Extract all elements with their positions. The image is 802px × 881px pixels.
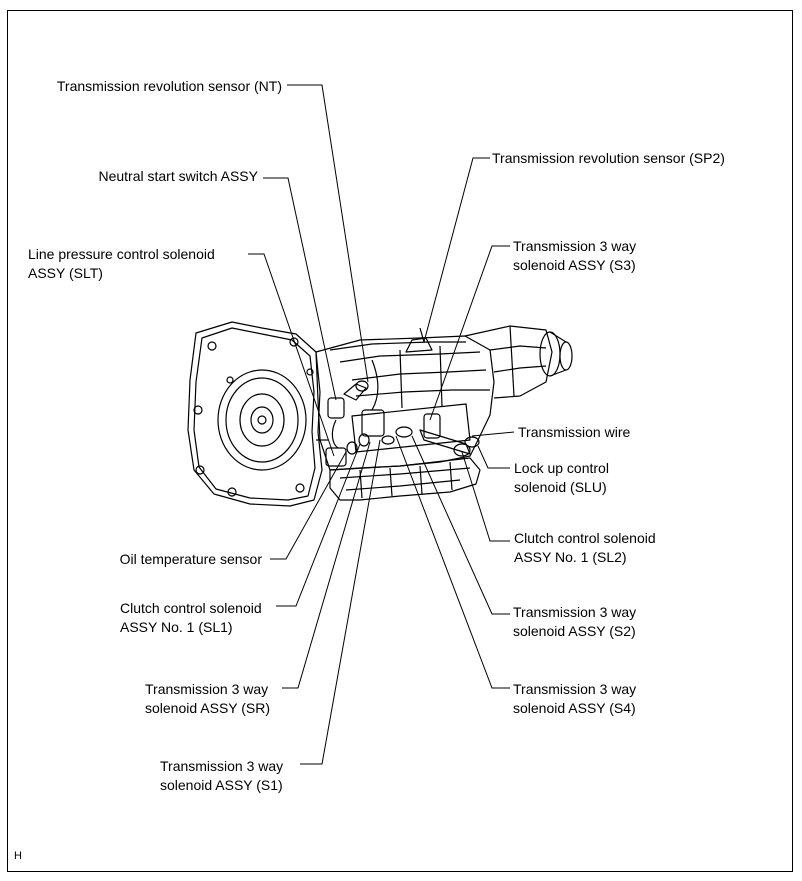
- label-solenoid-s2: Transmission 3 way solenoid ASSY (S2): [513, 603, 636, 641]
- label-line-1: Transmission 3 way: [513, 604, 637, 620]
- leader-sl2: [461, 451, 510, 542]
- bell-housing: [187, 321, 323, 507]
- transmission-case: [315, 335, 495, 471]
- oil-pan: [329, 457, 481, 501]
- leader-nss: [263, 177, 337, 401]
- label-solenoid-sr: Transmission 3 way solenoid ASSY (SR): [145, 680, 270, 718]
- label-transmission-revolution-sensor-sp2: Transmission revolution sensor (SP2): [492, 150, 725, 166]
- label-line-2: solenoid ASSY (S2): [513, 623, 636, 639]
- label-line-1: Transmission 3 way: [513, 681, 637, 697]
- leader-s2: [411, 435, 510, 615]
- leader-sr: [282, 441, 371, 689]
- label-line-2: solenoid ASSY (S3): [513, 257, 636, 273]
- leader-slt: [248, 253, 335, 457]
- torque-converter: [217, 369, 307, 471]
- label-line-1: Clutch control solenoid: [120, 600, 262, 616]
- label-oil-temperature-sensor: Oil temperature sensor: [119, 551, 262, 567]
- label-line-1: Lock up control: [514, 460, 609, 476]
- diagram-frame: [7, 10, 793, 872]
- corner-mark: H: [14, 850, 22, 862]
- label-line-2: ASSY (SLT): [28, 265, 103, 281]
- label-solenoid-s4: Transmission 3 way solenoid ASSY (S4): [513, 680, 636, 718]
- label-line-1: Transmission 3 way: [160, 758, 284, 774]
- label-line-1: Transmission 3 way: [145, 681, 269, 697]
- valve-body: [351, 403, 471, 453]
- leader-nt: [287, 84, 369, 383]
- leader-s4: [395, 435, 510, 689]
- leader-wire: [471, 431, 515, 437]
- label-line-2: solenoid (SLU): [514, 479, 607, 495]
- label-line-2: ASSY No. 1 (SL2): [514, 549, 627, 565]
- label-neutral-start-switch: Neutral start switch ASSY: [98, 168, 258, 184]
- label-transmission-wire: Transmission wire: [518, 424, 631, 440]
- label-line-2: solenoid ASSY (S4): [513, 700, 636, 716]
- extension-housing: [464, 325, 553, 399]
- label-clutch-control-solenoid-sl1: Clutch control solenoid ASSY No. 1 (SL1): [120, 599, 262, 637]
- label-solenoid-s1: Transmission 3 way solenoid ASSY (S1): [160, 757, 283, 795]
- leader-s3: [429, 245, 510, 421]
- label-line-1: Transmission 3 way: [513, 238, 637, 254]
- label-transmission-revolution-sensor-nt: Transmission revolution sensor (NT): [56, 78, 282, 94]
- label-solenoid-s3: Transmission 3 way solenoid ASSY (S3): [513, 237, 636, 275]
- label-clutch-control-solenoid-sl2: Clutch control solenoid ASSY No. 1 (SL2): [514, 529, 656, 567]
- leader-s1: [300, 439, 381, 765]
- leader-sp2: [423, 157, 490, 343]
- label-lock-up-control-solenoid: Lock up control solenoid (SLU): [514, 459, 609, 497]
- leader-slu: [477, 445, 510, 469]
- label-line-2: solenoid ASSY (S1): [160, 777, 283, 793]
- label-line-pressure-control-solenoid: Line pressure control solenoid ASSY (SLT…: [28, 245, 215, 283]
- leader-oil: [270, 451, 347, 560]
- label-line-1: Clutch control solenoid: [514, 530, 656, 546]
- label-line-1: Line pressure control solenoid: [28, 246, 215, 262]
- label-line-2: ASSY No. 1 (SL1): [120, 619, 233, 635]
- label-line-2: solenoid ASSY (SR): [145, 700, 271, 716]
- leader-sl1: [276, 443, 361, 607]
